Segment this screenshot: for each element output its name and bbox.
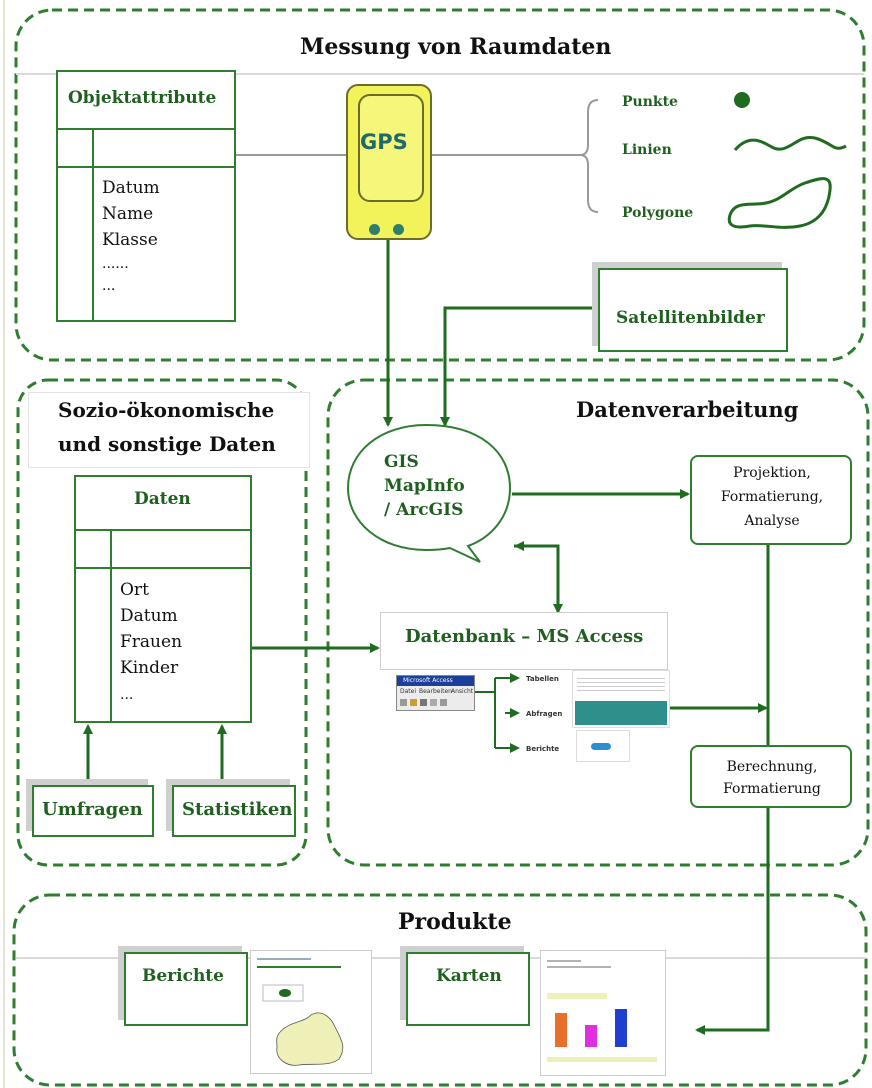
access-menu-item: Ansicht [451, 688, 474, 695]
berichte-label: Berichte [142, 966, 224, 986]
list-item: Ort [120, 580, 149, 600]
region-verarbeitung [326, 378, 870, 867]
gps-button-icon [369, 224, 380, 235]
list-item: ... [102, 278, 116, 294]
berechnung-box: Berechnung, Formatierung [690, 745, 852, 808]
umfragen-label: Umfragen [42, 799, 143, 820]
screenshot-dialog [575, 701, 667, 725]
access-table-screenshot [572, 670, 670, 728]
report-thumbnail [250, 950, 372, 1074]
karten-box: Karten [406, 952, 530, 1026]
list-item: Klasse [102, 230, 158, 250]
toolbar-icon [400, 699, 407, 706]
projektion-box: Projektion, Formatierung, Analyse [690, 455, 852, 545]
toolbar-icon [430, 699, 437, 706]
datenbank-label: Datenbank – MS Access [405, 626, 644, 647]
list-item: Datum [102, 178, 160, 198]
region-produkte [12, 893, 868, 1087]
section-title-verarbeitung: Datenverarbeitung [576, 397, 799, 422]
access-branch-label: Tabellen [526, 675, 559, 683]
table-divider [76, 529, 250, 531]
label-punkte: Punkte [622, 94, 678, 110]
statistiken-label: Statistiken [182, 799, 293, 820]
gis-line1: GIS [384, 452, 419, 472]
karten-label: Karten [436, 966, 502, 986]
access-branch-label: Abfragen [526, 710, 563, 718]
statistiken-box: Statistiken [172, 785, 296, 837]
gis-bubble [346, 423, 512, 563]
access-title: Microsoft Access [403, 677, 453, 684]
berechnung-line1: Berechnung, [726, 759, 818, 775]
access-window: Microsoft Access Datei Bearbeiten Ansich… [396, 675, 475, 711]
berechnung-line2: Formatierung [723, 781, 821, 797]
access-toolbar [400, 699, 470, 709]
satellitenbilder-label: Satellitenbilder [616, 308, 765, 328]
umfragen-box: Umfragen [32, 785, 154, 837]
daten-title: Daten [134, 489, 191, 509]
access-menu-item: Datei [400, 688, 417, 695]
gis-line2: MapInfo [384, 476, 465, 496]
gps-button-icon [393, 224, 404, 235]
section-title-messung: Messung von Raumdaten [300, 34, 612, 60]
polygon-symbol [727, 177, 832, 229]
section-title-sozio-line2: und sonstige Daten [58, 432, 276, 456]
access-menu-item: Bearbeiten [419, 688, 452, 695]
berichte-box: Berichte [124, 952, 248, 1026]
table-divider [58, 128, 234, 130]
projektion-line2: Formatierung, [720, 489, 824, 505]
objektattribute-table: Objektattribute Datum Name Klasse ......… [56, 70, 236, 322]
screenshot-rows [577, 675, 665, 691]
report-map-icon [257, 958, 344, 1066]
map-chart-icon [547, 960, 657, 1062]
screenshot-car [591, 743, 611, 750]
table-column-divider [110, 529, 112, 721]
access-form-screenshot [576, 730, 630, 762]
toolbar-icon [440, 699, 447, 706]
list-item: ... [120, 687, 134, 703]
section-title-sozio-line1: Sozio-ökonomische [58, 398, 275, 422]
satellitenbilder-box: Satellitenbilder [598, 268, 788, 352]
label-polygone: Polygone [622, 205, 694, 221]
table-divider [76, 567, 250, 569]
list-item: ...... [102, 256, 129, 272]
objektattribute-title: Objektattribute [68, 88, 217, 108]
toolbar-icon [420, 699, 427, 706]
line-symbol [733, 136, 847, 152]
gps-label: GPS [360, 130, 408, 154]
toolbar-icon [410, 699, 417, 706]
gps-device: GPS [346, 84, 432, 240]
gis-line3: / ArcGIS [384, 500, 464, 520]
region-messung [14, 8, 866, 362]
access-titlebar [397, 676, 474, 686]
list-item: Datum [120, 606, 178, 626]
list-item: Kinder [120, 658, 179, 678]
sozio-title-box [28, 392, 310, 468]
datenbank-box: Datenbank – MS Access [380, 612, 668, 670]
access-branch-label: Berichte [526, 745, 560, 753]
point-symbol [734, 92, 750, 108]
daten-table: Daten Ort Datum Frauen Kinder ... [74, 475, 252, 723]
projektion-line3: Analyse [744, 513, 800, 529]
map-thumbnail [540, 950, 666, 1076]
section-title-produkte: Produkte [398, 909, 512, 935]
label-linien: Linien [622, 142, 672, 158]
table-column-divider [92, 128, 94, 320]
gps-screen [358, 94, 424, 202]
list-item: Frauen [120, 632, 183, 652]
projektion-line1: Projektion, [733, 465, 811, 481]
table-divider [58, 166, 234, 168]
list-item: Name [102, 204, 154, 224]
region-sozio [16, 378, 308, 867]
